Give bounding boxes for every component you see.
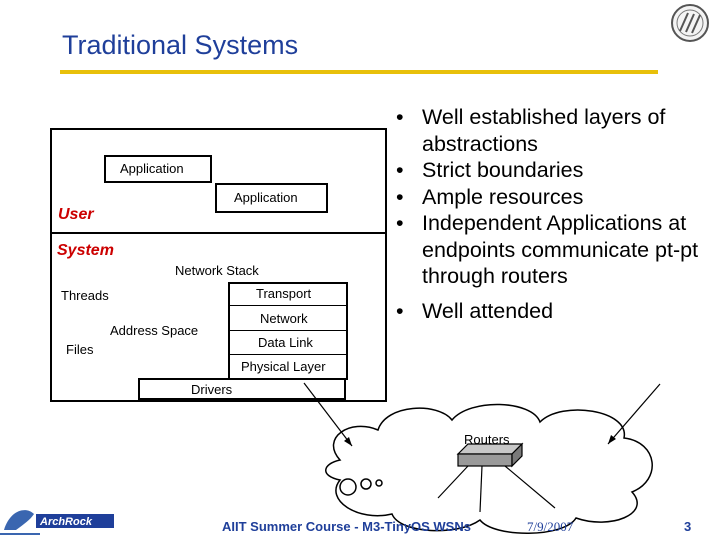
bullet-item: Well established layers of abstractions [392,104,714,157]
page-number: 3 [684,519,692,534]
threads-label: Threads [61,288,109,303]
archrock-logo-text: ArchRock [39,516,93,528]
network-divider [230,330,346,331]
user-system-divider [52,232,385,234]
system-label: System [57,242,114,259]
network-stack-label: Network Stack [175,263,259,278]
cloud-icon [303,382,661,534]
data-link-label: Data Link [258,335,313,350]
router-icon [456,442,524,468]
data-link-divider [230,354,346,355]
title-underline [60,70,658,74]
user-label: User [58,206,94,223]
university-seal-icon [671,4,709,42]
bullet-item: Independent Applications at endpoints co… [392,210,714,290]
physical-layer-label: Physical Layer [241,359,326,374]
bullet-item: Strict boundaries [392,157,714,184]
archrock-logo-icon: ArchRock [0,510,114,535]
application-label-2: Application [234,190,298,205]
bullet-item: Ample resources [392,184,714,211]
drivers-label: Drivers [191,382,233,397]
footer-date: 7/9/2007 [527,519,574,534]
network-label: Network [260,311,308,326]
application-box-2 [215,183,328,213]
bullet-list: Well established layers of abstractions … [392,104,714,324]
application-label-1: Application [120,161,184,176]
routers-label: Routers [464,432,510,447]
drivers-box [138,378,346,400]
slide-title: Traditional Systems [62,30,299,60]
footer-course: AIIT Summer Course - M3-TinyOS WSNs [222,519,471,534]
files-label: Files [66,342,94,357]
transport-label: Transport [256,286,312,301]
application-box-1 [104,155,212,183]
address-space-label: Address Space [110,323,199,338]
transport-divider [230,305,346,306]
bullet-item: Well attended [392,298,714,325]
